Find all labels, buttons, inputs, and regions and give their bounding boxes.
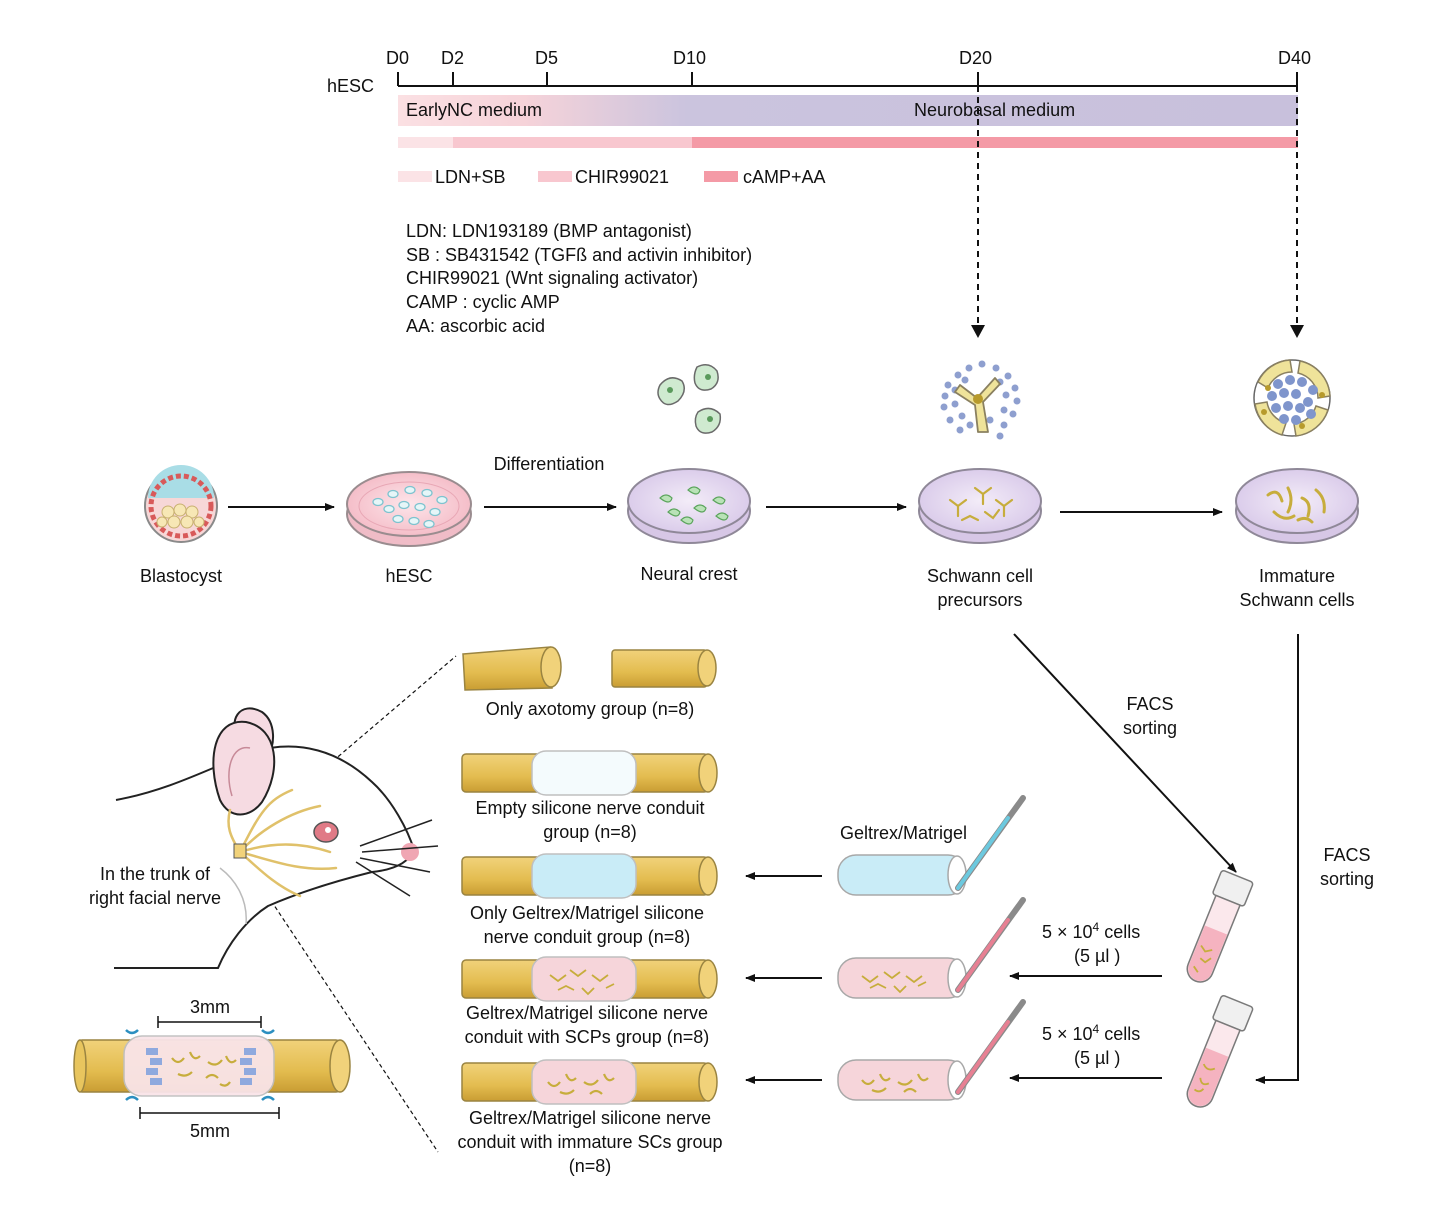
neurobasal-medium-label: Neurobasal medium [914, 100, 1076, 120]
vol2-label: (5 µl ) [1074, 1048, 1121, 1068]
legend-ldn-label: LDN+SB [435, 167, 506, 187]
scp-tube-icon [1186, 870, 1254, 983]
hesc-dish-icon [346, 471, 472, 547]
legend-swatch-chir [538, 171, 572, 182]
facs1-line1: FACS [1126, 694, 1174, 714]
dim-gap-label: 3mm [190, 997, 230, 1017]
camp-aa-bar [692, 137, 1298, 148]
arrow-facs-immature [1255, 634, 1299, 1084]
abbrev-aa: AA: ascorbic acid [406, 316, 546, 336]
scp-loaded-conduit-icon [837, 897, 1026, 999]
immature-sc-cell-icon [1253, 359, 1331, 437]
isc-label-line1: Immature [1258, 566, 1336, 586]
abbrev-chir: CHIR99021 (Wnt signaling activator) [406, 268, 699, 288]
arrow-facs-scp [1013, 633, 1237, 873]
scp-label-line1: Schwann cell [926, 566, 1034, 586]
day-label-d0: D0 [386, 48, 410, 68]
differentiation-label: Differentiation [493, 454, 605, 474]
matrigel-conduit-icon [837, 795, 1026, 896]
day-label-d20: D20 [959, 48, 993, 68]
matrigel-label: Geltrex/Matrigel [840, 823, 968, 843]
day-label-d2: D2 [441, 48, 465, 68]
day-label-d40: D40 [1278, 48, 1312, 68]
chir-bar [453, 137, 692, 148]
scp-conduit-group-icon [461, 956, 718, 1002]
vol1-label: (5 µl ) [1074, 946, 1121, 966]
day-label-d5: D5 [535, 48, 559, 68]
neural-crest-label: Neural crest [640, 564, 738, 584]
rat-head-icon [114, 707, 439, 969]
empty-conduit-icon [461, 750, 718, 796]
cells1-label: 5 × 104 cells [1042, 920, 1141, 942]
medium-bar [398, 95, 1298, 126]
timeline-start-label: hESC [327, 76, 375, 96]
immature-sc-dish-icon [1235, 468, 1359, 544]
neural-crest-dish-icon [627, 468, 751, 544]
ldn-sb-bar [398, 137, 453, 148]
immature-conduit-group-icon [461, 1059, 718, 1105]
scp-cell-icon [940, 360, 1021, 440]
group1-label: Only axotomy group (n=8) [485, 699, 695, 719]
abbrev-sb: SB : SB431542 (TGFß and activin inhibito… [406, 245, 753, 265]
group5-label-line3: (n=8) [568, 1156, 612, 1176]
matrigel-conduit-group-icon [461, 853, 718, 899]
group2-label-line1: Empty silicone nerve conduit [475, 798, 705, 818]
legend-chir-label: CHIR99021 [575, 167, 670, 187]
facs1-line2: sorting [1122, 718, 1178, 738]
immature-sc-tube-icon [1186, 995, 1254, 1108]
group5-label-line1: Geltrex/Matrigel silicone nerve [468, 1108, 712, 1128]
scp-label-line2: precursors [937, 590, 1023, 610]
rat-label-line2: right facial nerve [88, 888, 222, 908]
abbrev-ldn: LDN: LDN193189 (BMP antagonist) [406, 221, 692, 241]
scp-dish-icon [918, 468, 1042, 544]
group3-label-line2: nerve conduit group (n=8) [483, 927, 691, 947]
hesc-label: hESC [385, 566, 433, 586]
rat-label-line1: In the trunk of [99, 864, 211, 884]
legend-swatch-ldn [398, 171, 432, 182]
facs2-line2: sorting [1319, 869, 1375, 889]
cells2-label: 5 × 104 cells [1042, 1022, 1141, 1044]
legend-camp-label: cAMP+AA [743, 167, 826, 187]
timeline [397, 72, 1304, 338]
early-medium-label: EarlyNC medium [406, 100, 543, 120]
axotomy-nerve-icon [462, 646, 717, 691]
conduit-detail-icon [73, 1016, 351, 1119]
zoom-line-top [236, 655, 457, 844]
group5-label-line2: conduit with immature SCs group [457, 1132, 723, 1152]
immature-loaded-conduit-icon [837, 999, 1026, 1101]
facs2-line1: FACS [1323, 845, 1371, 865]
isc-label-line2: Schwann cells [1239, 590, 1355, 610]
group4-label-line2: conduit with SCPs group (n=8) [464, 1027, 710, 1047]
day-label-d10: D10 [673, 48, 707, 68]
dim-conduit-label: 5mm [190, 1121, 230, 1141]
blastocyst-label: Blastocyst [139, 566, 223, 586]
legend-swatch-camp [704, 171, 738, 182]
zoom-line-bottom [243, 859, 439, 1153]
group2-label-line2: group (n=8) [543, 822, 637, 842]
group3-label-line1: Only Geltrex/Matrigel silicone [469, 903, 705, 923]
neural-crest-cells-icon [657, 364, 722, 434]
group4-label-line1: Geltrex/Matrigel silicone nerve [465, 1003, 709, 1023]
blastocyst-icon [144, 465, 218, 543]
abbrev-camp: CAMP : cyclic AMP [406, 292, 560, 312]
